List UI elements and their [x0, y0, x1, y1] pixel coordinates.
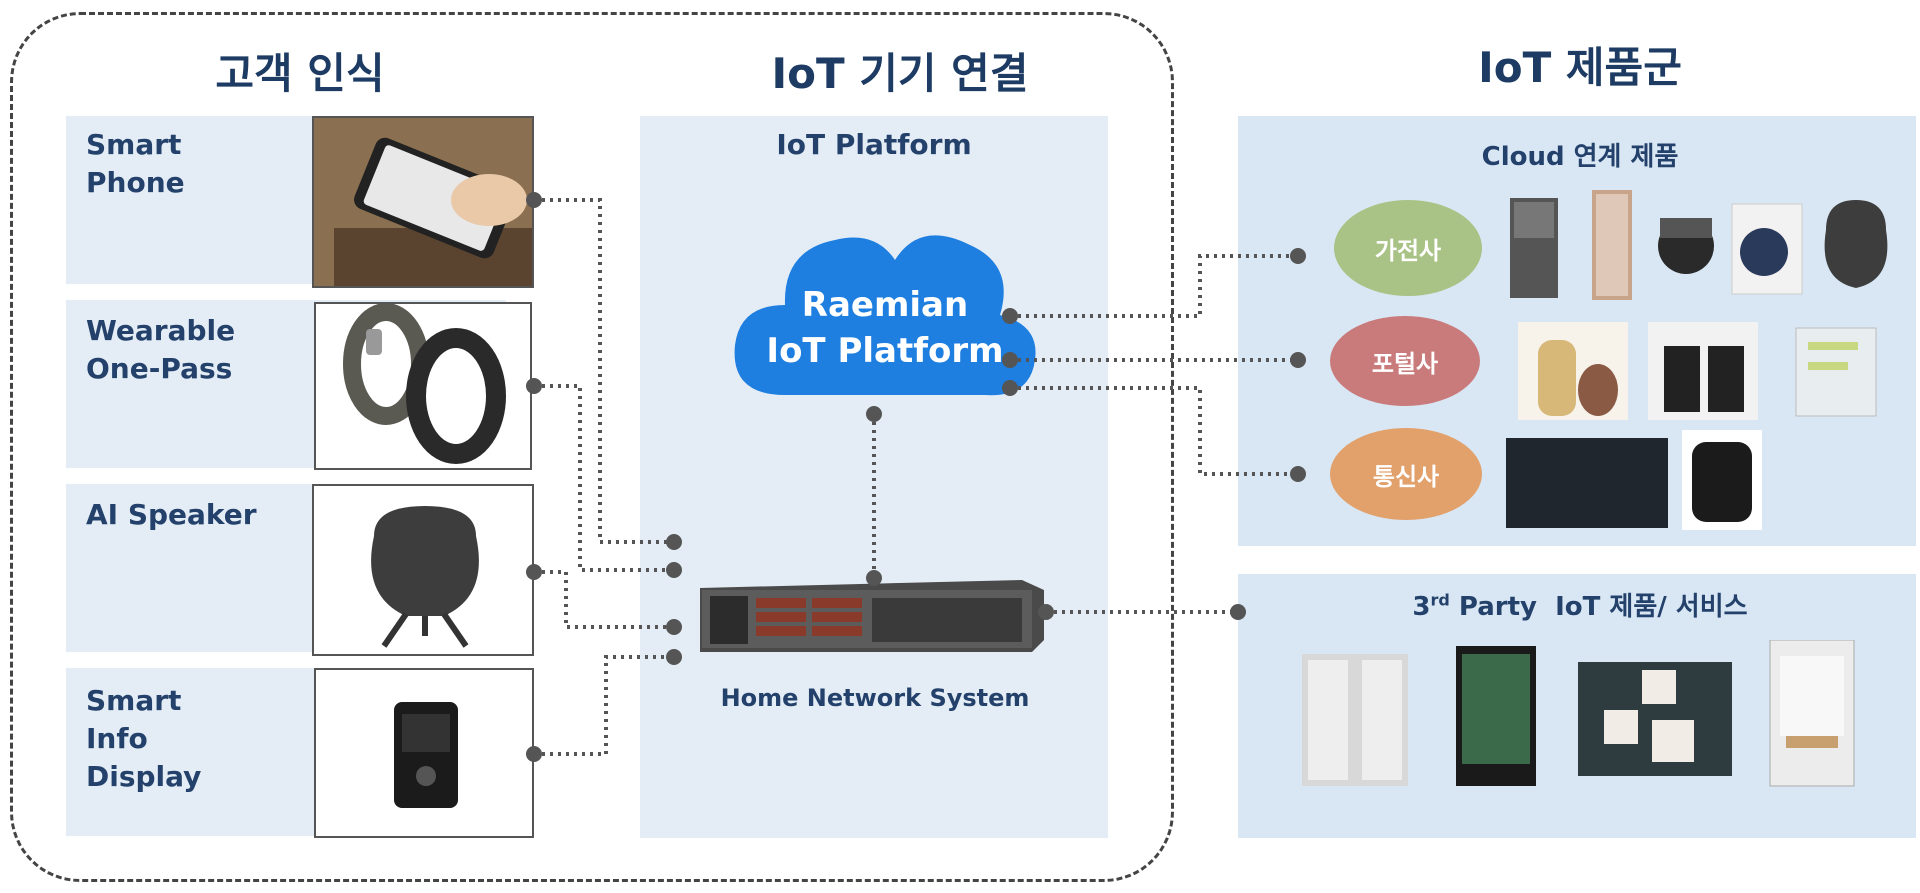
info-display-photo	[314, 668, 534, 838]
raemian-cloud-icon	[734, 235, 1036, 396]
home-network-label: Home Network System	[720, 684, 1030, 712]
ai-speaker-photo	[312, 484, 534, 656]
cloud-label-line1: Raemian	[801, 285, 969, 325]
products-section-title: IoT 제품군	[1478, 43, 1682, 92]
third-party-title-rest: Party IoT 제품/ 서비스	[1449, 592, 1748, 622]
iot-platform-panel	[640, 116, 1108, 838]
partner-portal-badge: 포털사	[1330, 316, 1480, 406]
third-party-products-row	[1302, 640, 1855, 787]
device-label-info-display: Smart Info Display	[86, 684, 202, 793]
device-label-smartphone: Smart Phone	[86, 128, 185, 199]
smartphone-photo	[312, 116, 534, 288]
connect-section-title: IoT 기기 연결	[771, 49, 1029, 98]
device-label-speaker: AI Speaker	[86, 498, 257, 531]
telecom-products-row	[1506, 430, 1762, 530]
partner-telecom-badge: 통신사	[1330, 428, 1482, 520]
third-party-title: 3rd Party IoT 제품/ 서비스	[1300, 586, 1860, 623]
wearable-photo	[314, 302, 532, 470]
left-group-frame	[10, 12, 1174, 882]
third-party-title-main: 3	[1412, 592, 1431, 622]
partner-appliance-badge: 가전사	[1334, 200, 1482, 296]
cloud-products-title: Cloud 연계 제품	[1481, 142, 1679, 172]
third-party-title-sup: rd	[1430, 590, 1450, 610]
iot-platform-panel-title: IoT Platform	[776, 128, 972, 161]
customer-section-title: 고객 인식	[215, 49, 385, 98]
home-network-server-icon	[700, 580, 1044, 652]
device-label-wearable: Wearable One-Pass	[86, 314, 236, 385]
cloud-label-line2: IoT Platform	[766, 331, 1004, 371]
portal-products-row	[1518, 322, 1877, 420]
appliance-products-row	[1510, 190, 1888, 300]
